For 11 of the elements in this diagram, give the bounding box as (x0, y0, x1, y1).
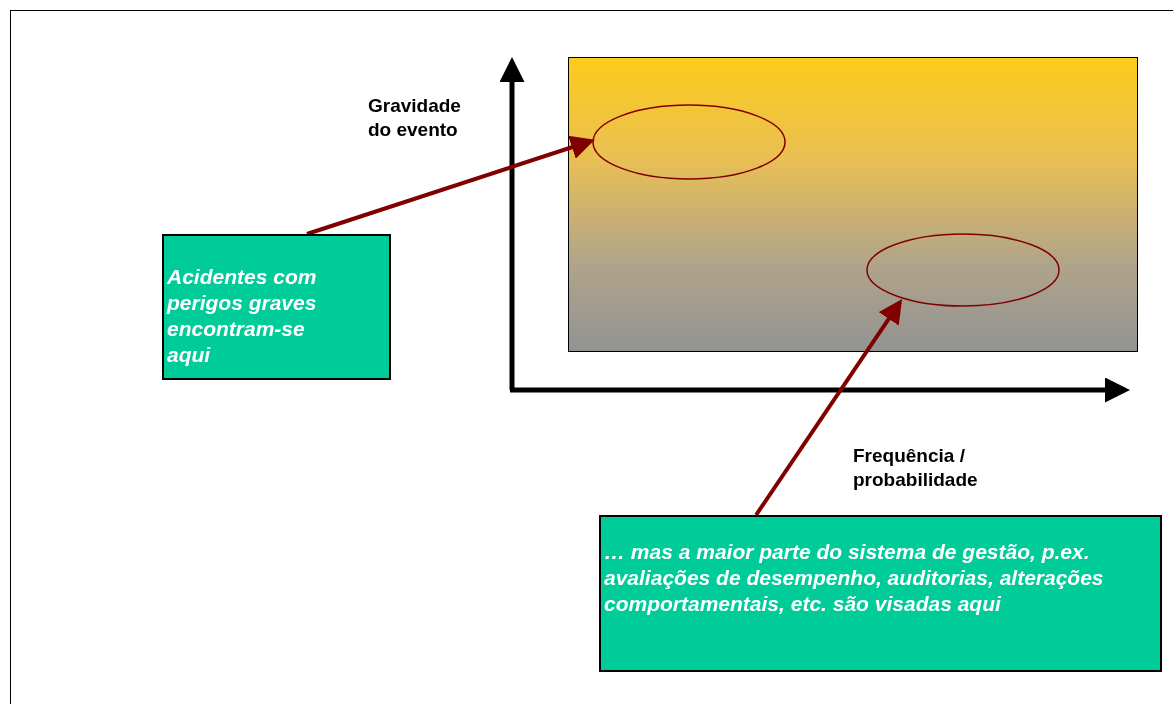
leader-arrow (306, 135, 595, 236)
callout-box (162, 234, 391, 380)
leader-arrow (754, 299, 903, 517)
callout-text: … mas a maior parte do sistema de gestão, p.ex. avaliações de desempenho, auditorias, alterações comportamentais, etc. são visadas aqui (604, 539, 1105, 617)
callout-text: Acidentes com perigos graves encontram-se aqui (167, 264, 318, 368)
ellipse-outline (866, 233, 1060, 307)
callout-box (599, 515, 1162, 672)
risk-chart-area (568, 57, 1138, 352)
ellipse-outline (592, 104, 786, 180)
axis-label: Frequência / probabilidade (853, 444, 979, 492)
axis-label: Gravidade do evento (368, 94, 462, 142)
